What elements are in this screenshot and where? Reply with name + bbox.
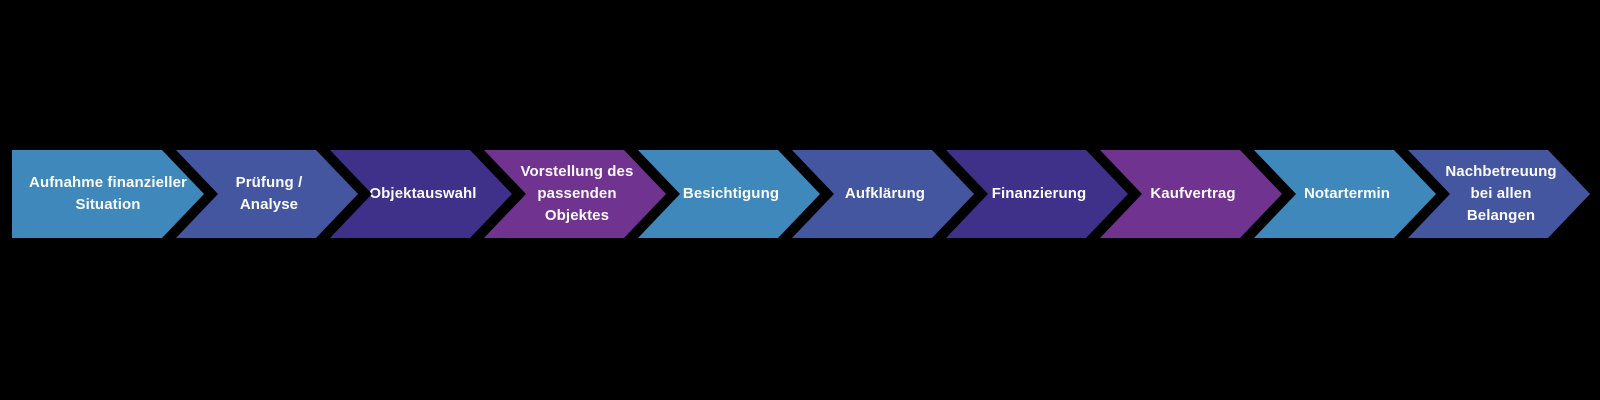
process-step-5-label: Besichtigung <box>682 185 780 203</box>
process-step-4-label: Vorstellung des passenden Objektes <box>520 163 634 224</box>
process-step-2-label: Prüfung / Analyse <box>235 174 303 213</box>
process-step-3-label: Objektauswahl <box>369 185 477 203</box>
process-step-10-label: Nachbetreuung bei allen Belangen <box>1445 163 1557 224</box>
process-step-3-arrow: Objektauswahl <box>330 150 512 238</box>
process-step-1-arrow: Aufnahme finanzieller Situation <box>12 150 204 238</box>
process-step-9-label: Notartermin <box>1303 185 1391 203</box>
process-step-1-label: Aufnahme finanzieller Situation <box>29 174 187 213</box>
process-step-8-label: Kaufvertrag <box>1150 185 1236 203</box>
process-step-7-label: Finanzierung <box>991 185 1087 203</box>
process-step-6-label: Aufklärung <box>844 185 926 203</box>
